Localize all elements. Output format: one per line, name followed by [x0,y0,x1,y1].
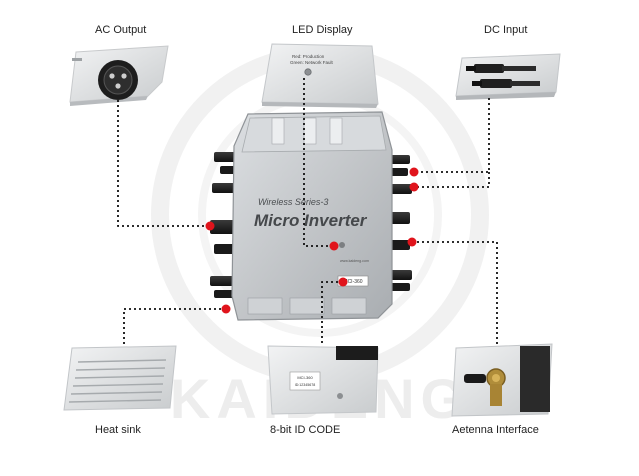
id-code-photo: MCI-360 ID:12345678 [267,345,379,415]
callout-line-dc-input-2 [414,172,490,188]
callout-line-led-display [303,78,334,247]
callout-line-heat-sink [123,308,226,346]
ac-output-photo [69,45,169,106]
callout-lines [117,78,498,346]
marker-id-code [338,277,348,287]
micro-inverter-device: Wireless Series-3 Micro Inverter www.kai… [210,111,412,321]
marker-heat-sink [221,304,231,314]
callout-line-antenna [412,241,498,346]
callout-markers [205,167,419,314]
device-series-text: Wireless Series-3 [258,197,328,207]
marker-ac-output [205,221,215,231]
label-led-display: LED Display [292,24,353,36]
marker-antenna [407,237,417,247]
antenna-photo [451,343,553,417]
led-panel-line2: Green: Network Fault [290,60,334,65]
marker-dc-input-1 [409,167,419,177]
device-product-text: Micro Inverter [254,211,368,230]
heat-sink-photo [63,345,177,411]
device-body [231,111,393,321]
dc-input-photo [455,53,561,100]
marker-dc-input-2 [409,182,419,192]
led-indicator [304,68,312,76]
led-panel-line1: Red: Production [292,54,325,59]
callout-line-ac-output [117,100,210,227]
label-heat-sink: Heat sink [95,424,141,436]
id-sticker-line2: ID:12345678 [295,383,316,387]
label-dc-input: DC Input [484,24,528,36]
device-id-badge [337,275,369,287]
device-small-text: www.kaideng.com [340,259,369,263]
label-ac-output: AC Output [95,24,147,36]
callout-line-id-code [321,281,343,346]
device-led-window [339,242,345,248]
id-sticker-line1: MCI-360 [297,375,313,380]
id-sticker [289,371,321,391]
led-display-photo: Red: Production Green: Network Fault [261,43,379,108]
device-id-badge-text: MCI-360 [343,279,362,285]
label-antenna: Aetenna Interface [452,424,539,436]
label-id-code: 8-bit ID CODE [270,424,341,436]
marker-led-display [329,241,339,251]
